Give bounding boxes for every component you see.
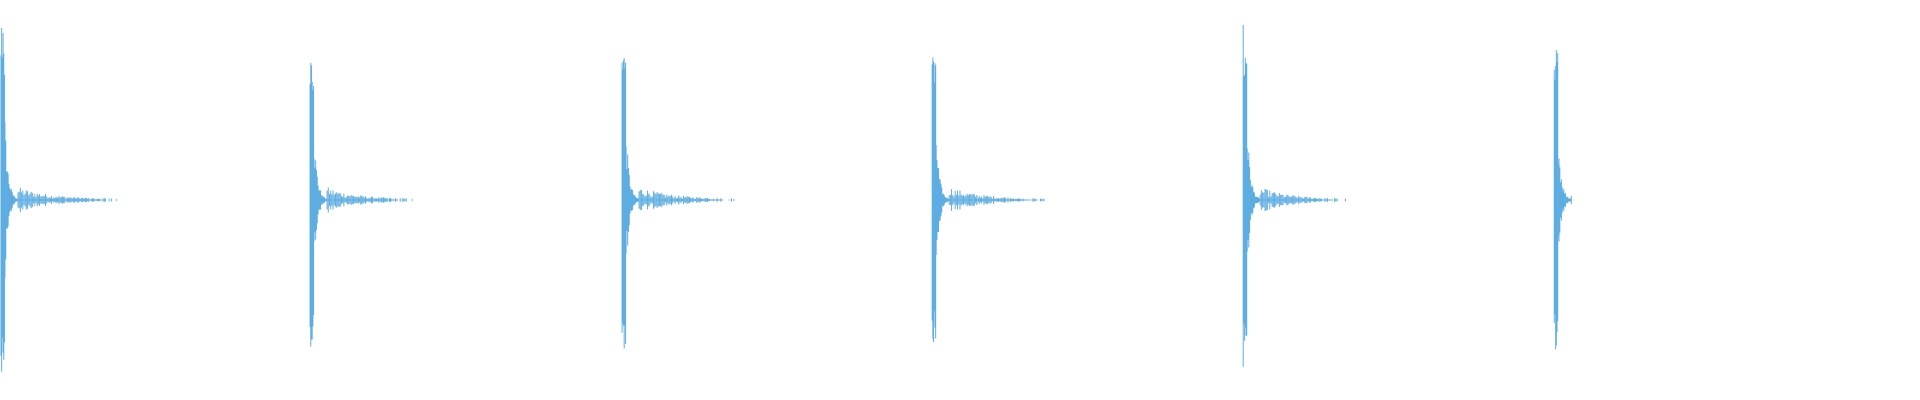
waveform-pulse-trace — [621, 58, 735, 349]
waveform-pulse — [309, 62, 413, 347]
waveform-pulse-trace — [1242, 25, 1346, 367]
waveform-pulse-trace — [0, 27, 117, 372]
waveform-pulse — [931, 57, 1045, 343]
waveform-pulse — [1242, 25, 1346, 367]
waveform-pulse — [621, 58, 735, 349]
waveform-pulse-trace — [1553, 50, 1572, 350]
waveform-pulse-trace — [931, 57, 1045, 343]
waveform-pulse — [0, 27, 117, 372]
waveform-pulse — [1553, 50, 1572, 350]
waveform-pulse-trace — [309, 62, 413, 347]
waveform-pulses — [0, 25, 1572, 372]
